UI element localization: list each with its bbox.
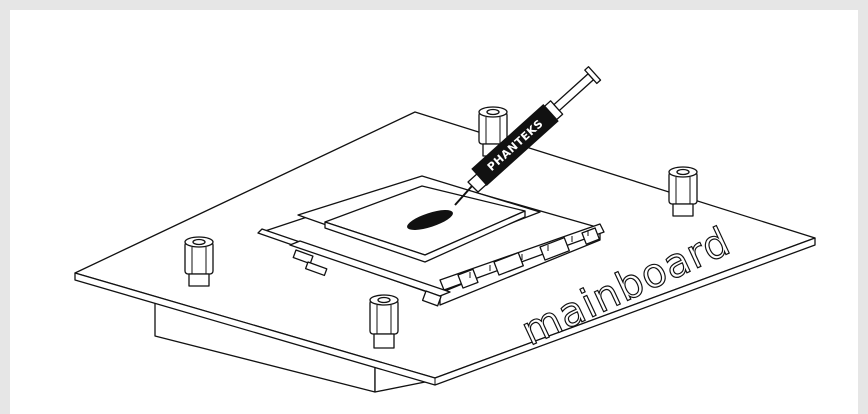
standoff-front (369, 294, 399, 349)
cpu-chip (324, 185, 526, 263)
standoff-right (668, 166, 698, 217)
standoff-left (184, 236, 214, 287)
thermal-paste-dot (407, 210, 453, 230)
standoff-back (478, 106, 508, 157)
